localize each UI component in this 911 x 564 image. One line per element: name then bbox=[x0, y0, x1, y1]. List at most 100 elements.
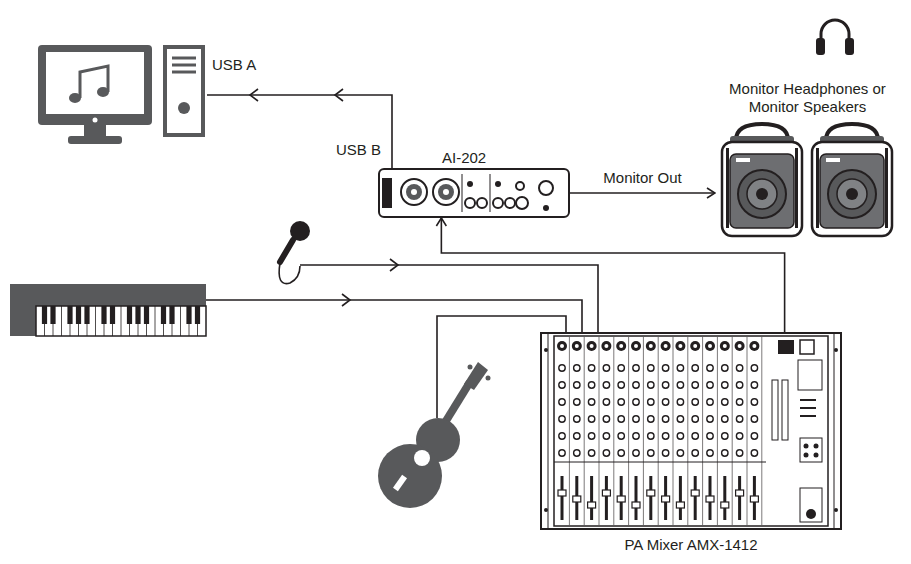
mixer-panel-part-part bbox=[632, 502, 640, 508]
mixer-panel-part-part bbox=[662, 433, 668, 439]
mixer-panel-part-part bbox=[677, 382, 683, 388]
mixer-panel-part-part bbox=[747, 337, 748, 525]
mixer-panel-part bbox=[834, 334, 835, 528]
mixer-panel-part bbox=[834, 508, 838, 512]
mixer-panel-part bbox=[548, 334, 549, 528]
mixer-panel-part-part bbox=[722, 365, 728, 371]
mixer-panel-part-part bbox=[707, 365, 713, 371]
mixer-panel-part-part bbox=[603, 399, 609, 405]
computer-icon-part bbox=[165, 47, 203, 135]
mixer-panel-part bbox=[778, 340, 794, 354]
mixer-panel-part-part bbox=[635, 476, 638, 520]
keyboard-icon-part-part bbox=[101, 306, 106, 324]
port-label: USB B bbox=[334, 141, 383, 159]
interface-panel-part bbox=[495, 181, 501, 187]
mixer-panel-part-part bbox=[707, 399, 713, 405]
computer-icon-part bbox=[84, 125, 106, 137]
interface-panel-part bbox=[516, 182, 524, 190]
mixer-panel-part-part bbox=[720, 341, 730, 351]
mixer-panel-part-part bbox=[633, 416, 639, 422]
mixer-panel-part-part bbox=[605, 476, 608, 520]
mixer-panel-part-part bbox=[584, 337, 585, 525]
keyboard-icon-part-part bbox=[186, 306, 191, 324]
mixer-panel-part bbox=[814, 453, 819, 458]
interface-panel-part bbox=[401, 179, 427, 205]
keyboard-icon-part-part bbox=[95, 306, 96, 336]
mixer-panel-part-part bbox=[736, 399, 742, 405]
mixer-panel-part-part bbox=[722, 382, 728, 388]
mixer-panel-part-part bbox=[588, 450, 594, 456]
mixer-panel-part-part bbox=[678, 344, 682, 348]
computer-icon-part bbox=[172, 57, 196, 60]
keyboard-icon-part-part bbox=[161, 306, 166, 324]
mixer-panel bbox=[544, 334, 838, 528]
interface-panel-part bbox=[467, 181, 473, 187]
usb-cable-part bbox=[335, 89, 343, 101]
keyboard-icon-part-part bbox=[61, 306, 62, 336]
mixer-panel-part-part bbox=[751, 365, 757, 371]
mixer-panel-part-part bbox=[590, 344, 594, 348]
mixer-panel-part-part bbox=[735, 341, 745, 351]
mixer-panel-part-part bbox=[679, 476, 682, 520]
mixer-panel-part-part bbox=[588, 382, 594, 388]
usb-cable-part bbox=[250, 89, 258, 101]
mixer-panel-part-part bbox=[721, 502, 729, 508]
mixer-panel-part-part bbox=[633, 450, 639, 456]
usb-cable bbox=[207, 89, 392, 168]
interface-panel-part bbox=[477, 198, 487, 208]
interface-panel-part bbox=[406, 184, 422, 200]
mixer-panel-part-part bbox=[634, 344, 638, 348]
mixer-panel-part-part bbox=[603, 433, 609, 439]
mixer-panel-part-part bbox=[738, 344, 742, 348]
mixer-panel-part-part bbox=[558, 490, 566, 496]
mixer-panel-part-part bbox=[560, 344, 564, 348]
mixer-panel-part-part bbox=[603, 382, 609, 388]
mixer-panel-part-part bbox=[599, 337, 600, 525]
keyboard-icon-part-part bbox=[110, 306, 115, 324]
mixer-panel-part-part bbox=[692, 382, 698, 388]
mixer-panel-part-part bbox=[559, 450, 565, 456]
mixer-panel-part-part bbox=[736, 382, 742, 388]
mixer-panel-part-part bbox=[613, 337, 614, 525]
port-label: USB A bbox=[210, 56, 258, 74]
mixer-panel-part-part bbox=[575, 344, 579, 348]
mixer-panel-part-part bbox=[633, 399, 639, 405]
mixer-panel-part-part bbox=[633, 365, 639, 371]
mixer-panel-part-part bbox=[664, 344, 668, 348]
mixer-panel-part-part bbox=[588, 399, 594, 405]
mixer-panel-part-part bbox=[559, 365, 565, 371]
interface-panel-part bbox=[433, 179, 459, 205]
interface-panel-part bbox=[382, 178, 392, 208]
guitar-icon-part bbox=[468, 365, 473, 370]
computer-icon-part bbox=[38, 45, 152, 125]
guitar-icon-part bbox=[393, 475, 407, 492]
mixer-panel-part-part bbox=[559, 433, 565, 439]
mixer-panel-part-part bbox=[736, 490, 744, 496]
mixer-panel-part-part bbox=[702, 337, 703, 525]
mixer-panel-part-part bbox=[706, 496, 714, 502]
interface-box: AI-202 bbox=[378, 168, 570, 218]
headphones-icon-part bbox=[816, 38, 825, 55]
mixer-panel-part-part bbox=[617, 496, 625, 502]
mixer-panel-part-part bbox=[590, 476, 593, 520]
headphones-icon-part bbox=[845, 38, 854, 55]
mixer-panel-part-part bbox=[658, 337, 659, 525]
mixer-panel-part-part bbox=[603, 416, 609, 422]
keyboard-icon-part-part bbox=[155, 306, 156, 336]
monitor-speakers bbox=[722, 124, 892, 236]
mixer-panel-part-part bbox=[574, 433, 580, 439]
keyboard-icon-part-part bbox=[67, 306, 72, 324]
mixer-panel-part-part bbox=[649, 344, 653, 348]
mixer-panel-part-part bbox=[561, 476, 564, 520]
mixer-panel-part-part bbox=[694, 476, 697, 520]
mixer-panel-part-part bbox=[707, 382, 713, 388]
mixer-panel-part-part bbox=[676, 502, 684, 508]
mixer-panel-part-part bbox=[574, 450, 580, 456]
keyboard-icon-part-part bbox=[195, 306, 200, 324]
mixer-panel-part-part bbox=[752, 344, 756, 348]
mixer-panel-part-part bbox=[675, 341, 685, 351]
keyboard-icon-part-part bbox=[76, 306, 81, 324]
mixer-panel-part-part bbox=[707, 416, 713, 422]
mixer-panel-part-part bbox=[691, 490, 699, 496]
guitar-icon-part bbox=[414, 450, 430, 466]
